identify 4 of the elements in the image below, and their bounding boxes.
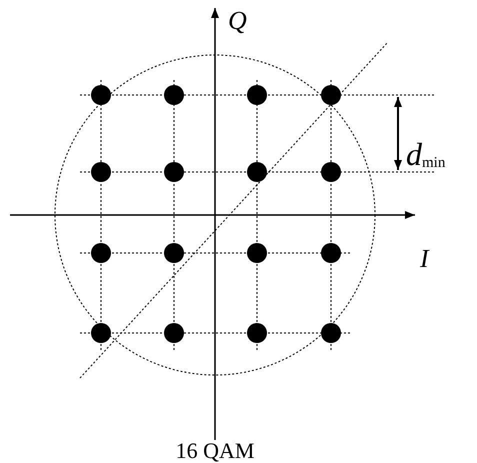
dimension-label: d$_{min}$ bbox=[406, 138, 446, 171]
axis-label: I bbox=[420, 246, 429, 272]
axis-label: Q bbox=[228, 8, 247, 34]
caption: 16 QAM bbox=[174, 440, 256, 462]
